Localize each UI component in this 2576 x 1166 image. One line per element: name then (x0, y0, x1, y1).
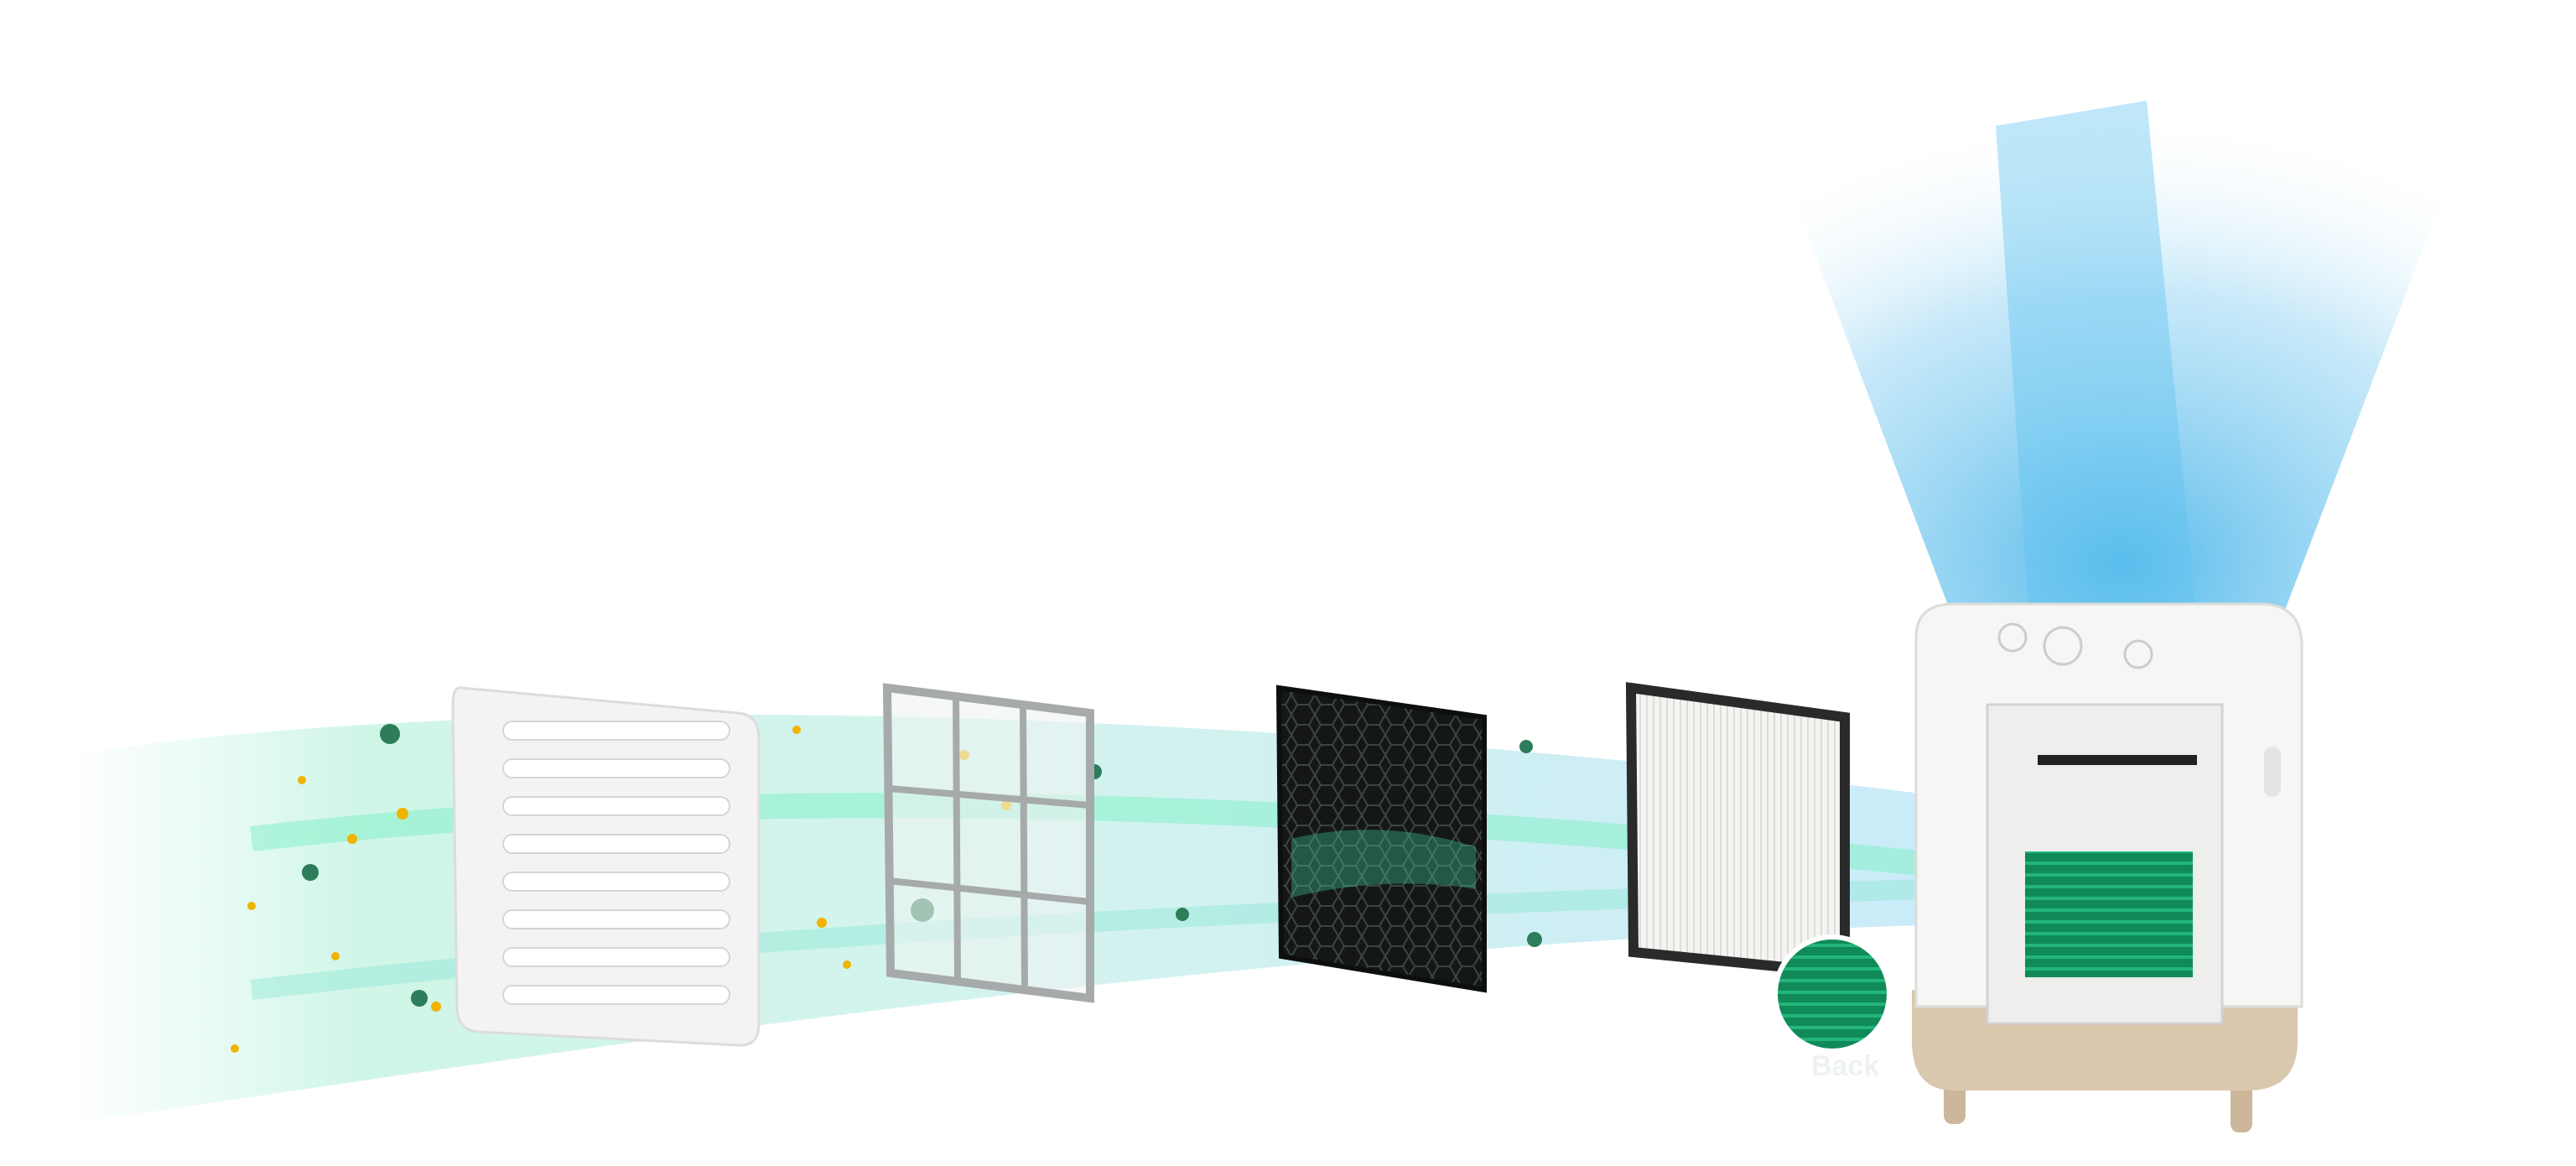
mesh-pre-filter (882, 683, 1094, 1003)
air-purifier-unit (1912, 602, 2303, 1132)
front-grille (451, 686, 761, 1047)
back-label: Back (1811, 1050, 1880, 1082)
humidifier-wick-detail (1773, 934, 1892, 1054)
activated-carbon-filter (1275, 685, 1487, 993)
hepa-filter (1625, 682, 1850, 979)
clean-air-plume (1744, 50, 2499, 621)
